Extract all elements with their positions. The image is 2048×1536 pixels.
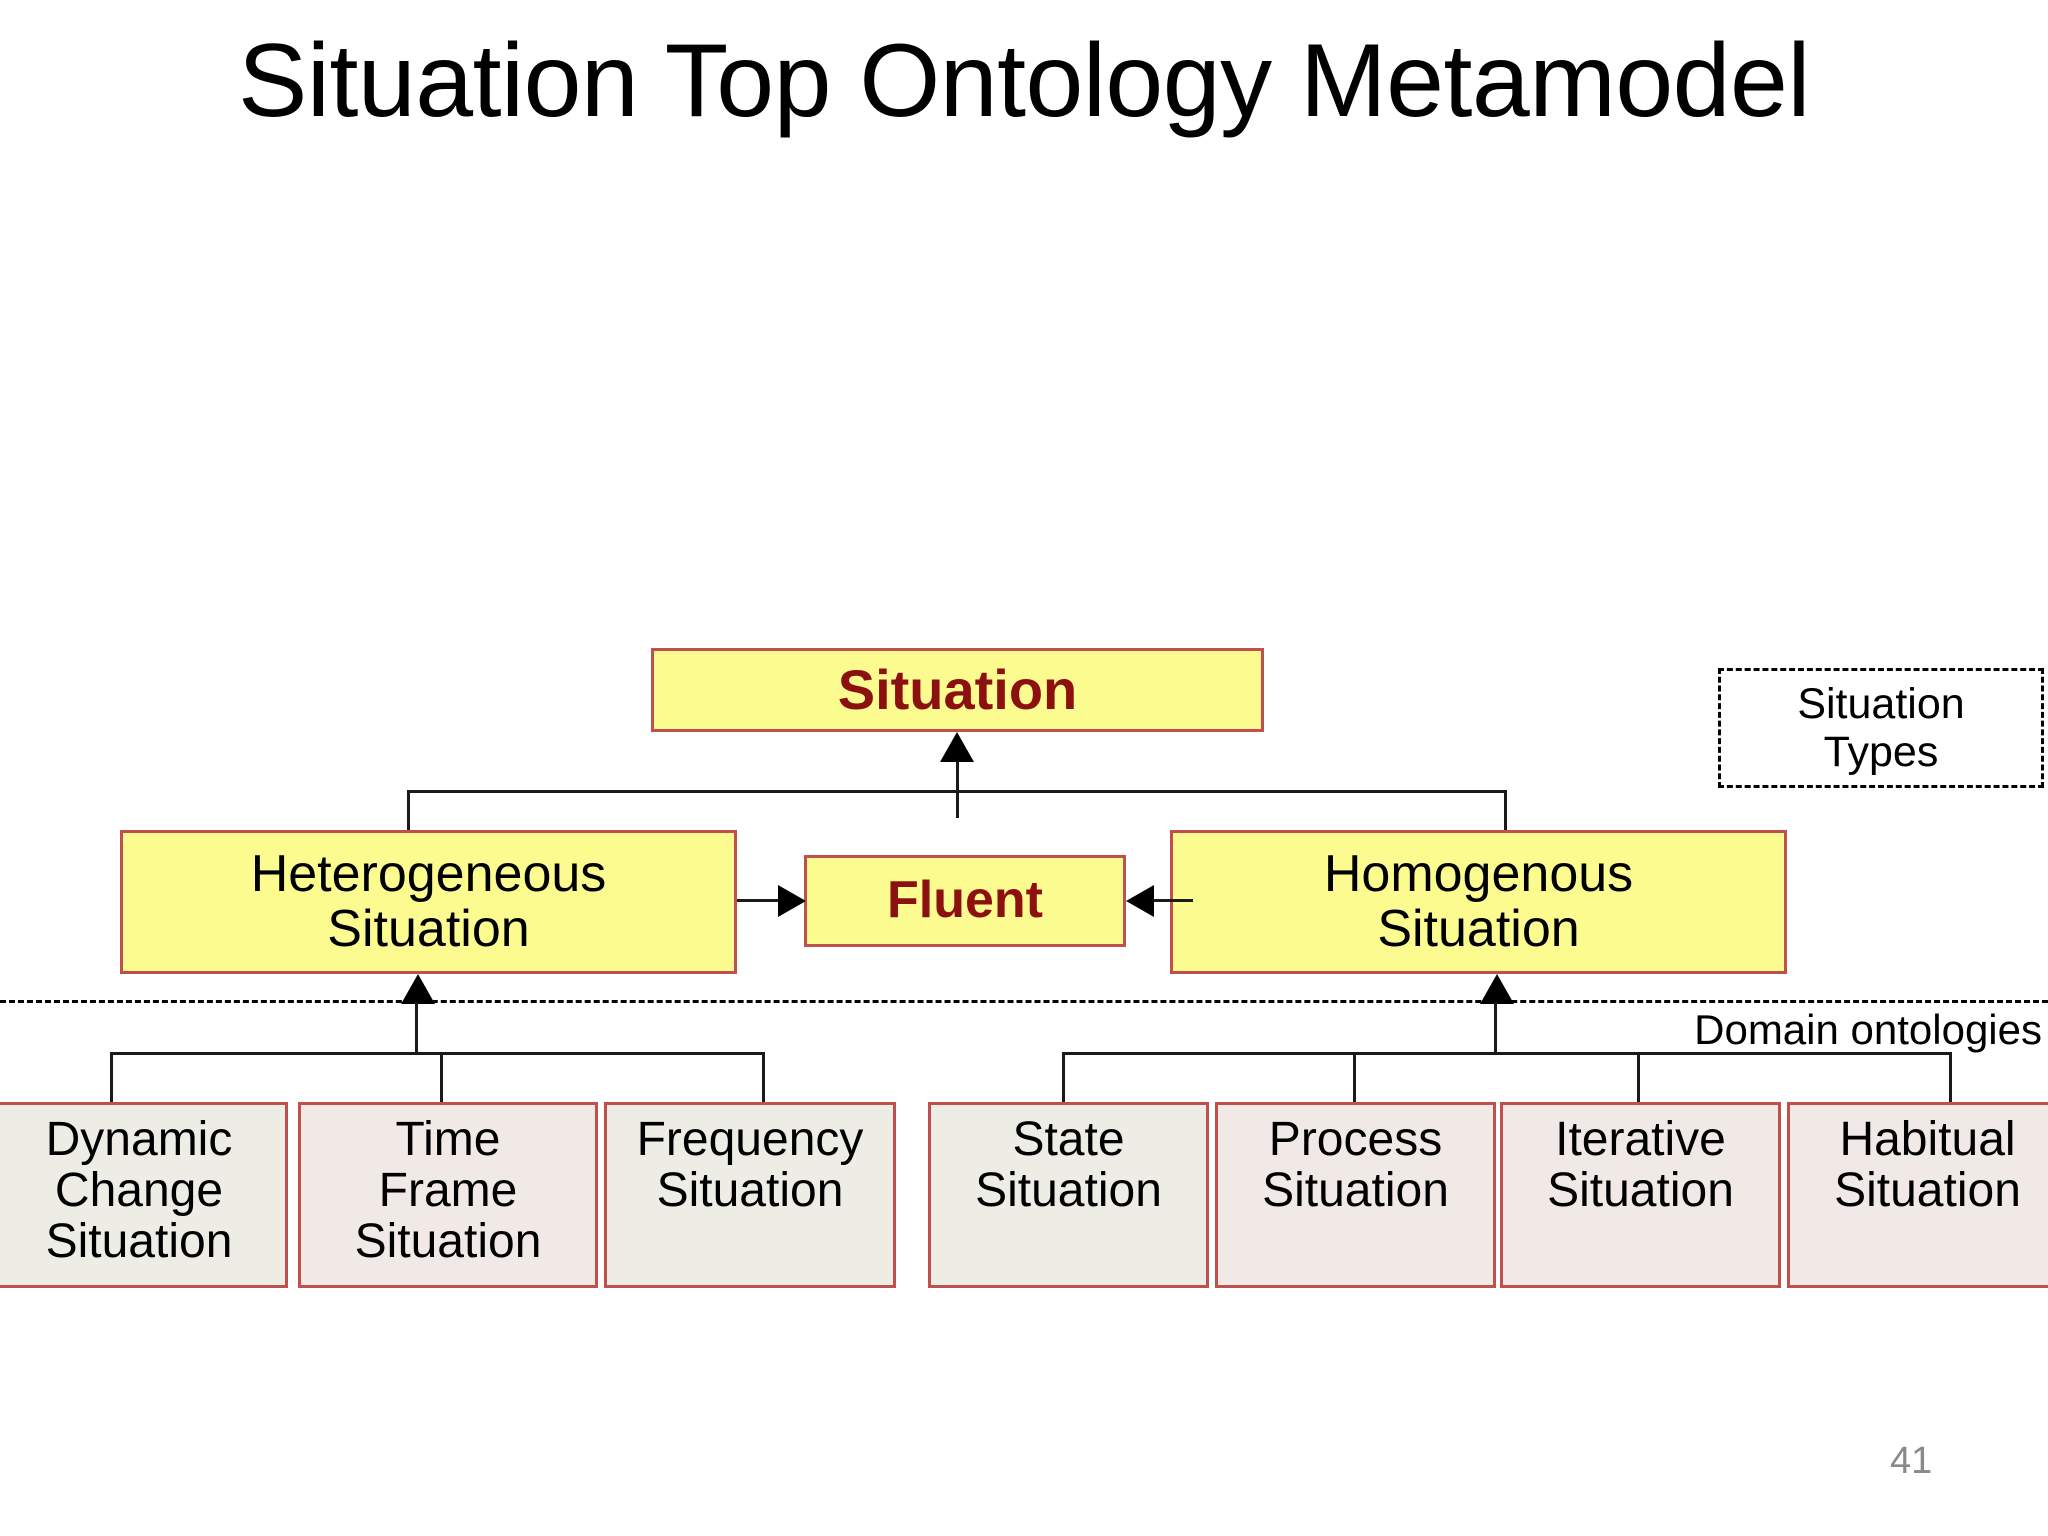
node-homogenous-line-2: Situation	[1377, 900, 1580, 958]
node-time-frame-line-1: Time	[395, 1113, 501, 1166]
connector-bar-top	[407, 790, 1507, 793]
legend-situation-types: Situation Types	[1718, 668, 2044, 788]
connector-bar-right-children	[1062, 1052, 1952, 1055]
connector-drop-state	[1062, 1052, 1065, 1102]
connector-bar-left-children	[110, 1052, 765, 1055]
page-number: 41	[1890, 1440, 1933, 1482]
connector-drop-process	[1353, 1052, 1356, 1102]
node-dynamic-change-line-2: Change	[54, 1163, 224, 1217]
connector-drop-frequency	[762, 1052, 765, 1102]
node-dynamic-change-line-1: Dynamic	[45, 1113, 233, 1166]
node-fluent[interactable]: Fluent	[804, 855, 1126, 947]
page-title: Situation Top Ontology Metamodel	[238, 23, 1810, 139]
connector-drop-time-frame	[440, 1052, 443, 1102]
node-iterative-line-1: Iterative	[1555, 1113, 1726, 1166]
node-state-line-2: Situation	[975, 1163, 1162, 1217]
node-habitual-situation[interactable]: Habitual Situation	[1787, 1102, 2048, 1288]
arrowhead-to-situation	[940, 732, 974, 762]
connector-hetero-to-fluent	[737, 899, 782, 902]
node-time-frame-line-3: Situation	[354, 1214, 542, 1268]
node-process-situation[interactable]: Process Situation	[1215, 1102, 1496, 1288]
node-process-line-2: Situation	[1262, 1163, 1449, 1217]
node-frequency-line-1: Frequency	[636, 1113, 864, 1166]
connector-homo-to-fluent	[1148, 899, 1193, 902]
legend-line-2: Types	[1823, 728, 1939, 776]
node-time-frame-situation[interactable]: Time Frame Situation	[298, 1102, 598, 1288]
node-iterative-line-2: Situation	[1547, 1163, 1734, 1217]
node-state-line-1: State	[1012, 1113, 1125, 1166]
node-habitual-line-2: Situation	[1834, 1163, 2021, 1217]
node-situation[interactable]: Situation	[651, 648, 1264, 732]
connector-drop-habitual	[1949, 1052, 1952, 1102]
node-homogenous-line-1: Homogenous	[1323, 844, 1634, 903]
arrowhead-to-homogenous	[1480, 974, 1514, 1004]
domain-separator-line	[0, 1000, 2048, 1003]
node-habitual-line-1: Habitual	[1839, 1113, 2016, 1166]
node-iterative-situation[interactable]: Iterative Situation	[1500, 1102, 1781, 1288]
node-frequency-line-2: Situation	[656, 1163, 844, 1217]
node-heterogeneous-line-1: Heterogeneous	[250, 844, 607, 903]
node-time-frame-line-2: Frame	[378, 1163, 518, 1217]
connector-stem-homogenous	[1494, 1002, 1497, 1054]
node-homogenous-situation[interactable]: Homogenous Situation	[1170, 830, 1787, 974]
node-dynamic-change-line-3: Situation	[45, 1214, 233, 1268]
legend-line-1: Situation	[1797, 679, 1965, 728]
arrowhead-to-fluent-left	[1126, 885, 1154, 917]
connector-drop-homogenous	[1504, 790, 1507, 832]
node-situation-label: Situation	[837, 658, 1078, 722]
node-state-situation[interactable]: State Situation	[928, 1102, 1209, 1288]
node-heterogeneous-line-2: Situation	[327, 900, 530, 958]
connector-drop-heterogeneous	[407, 790, 410, 832]
arrowhead-to-fluent-right	[778, 885, 806, 917]
node-fluent-label: Fluent	[887, 871, 1043, 930]
node-process-line-1: Process	[1268, 1113, 1443, 1166]
domain-ontologies-label: Domain ontologies	[1694, 1006, 2042, 1053]
connector-stem-heterogeneous	[415, 1002, 418, 1054]
connector-root-stem	[956, 760, 959, 818]
arrowhead-to-heterogeneous	[401, 974, 435, 1004]
connector-drop-iterative	[1637, 1052, 1640, 1102]
connector-drop-dynamic-change	[110, 1052, 113, 1102]
node-frequency-situation[interactable]: Frequency Situation	[604, 1102, 896, 1288]
node-heterogeneous-situation[interactable]: Heterogeneous Situation	[120, 830, 737, 974]
node-dynamic-change-situation[interactable]: Dynamic Change Situation	[0, 1102, 288, 1288]
